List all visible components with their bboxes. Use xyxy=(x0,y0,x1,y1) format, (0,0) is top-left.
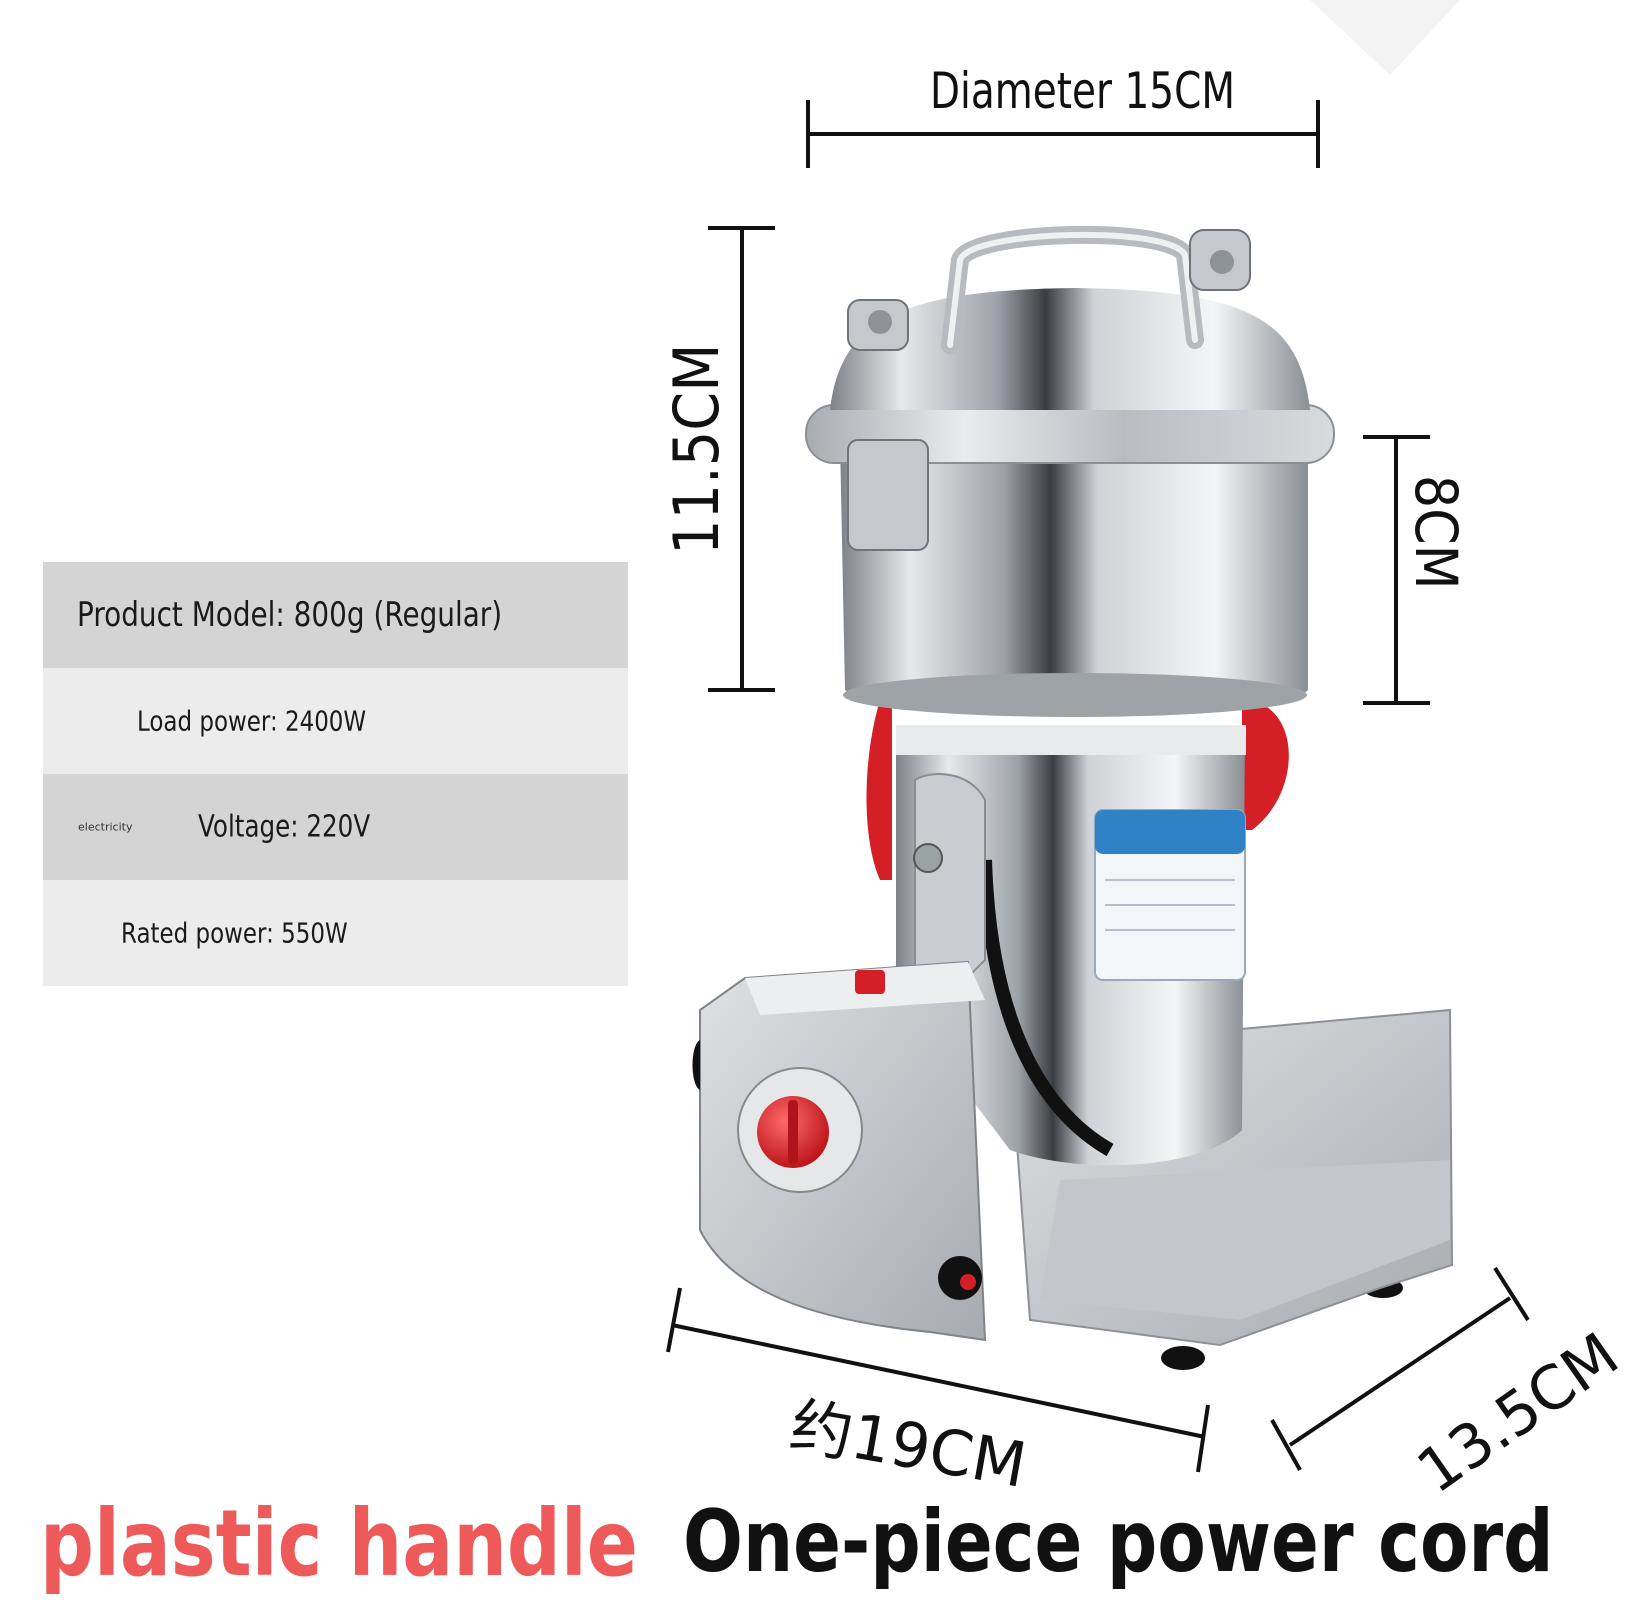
spec-row-rated-power: Rated power: 550W xyxy=(43,880,628,986)
left-red-handle xyxy=(866,700,892,880)
right-red-handle xyxy=(1242,700,1289,830)
spec-row-load-power: Load power: 2400W xyxy=(43,668,628,774)
cord-outlet xyxy=(938,1256,982,1300)
spec-table: Product Model: 800g (Regular) Load power… xyxy=(43,562,628,986)
chamber-height-label: 8CM xyxy=(1402,475,1470,590)
power-cord-caption: One-piece power cord xyxy=(683,1492,1554,1592)
corner-shape xyxy=(1310,0,1460,75)
height-label: 11.5CM xyxy=(660,343,733,555)
product-model-text: Product Model: 800g (Regular) xyxy=(77,595,503,635)
voltage-text: Voltage: 220V xyxy=(198,809,371,845)
spec-row-voltage: electricity Voltage: 220V xyxy=(43,774,628,880)
voltage-tag: electricity xyxy=(78,820,133,834)
dimension-lines xyxy=(666,100,1530,1473)
plastic-handle-caption: plastic handle xyxy=(40,1490,638,1597)
load-power-text: Load power: 2400W xyxy=(137,704,367,738)
diameter-label: Diameter 15CM xyxy=(930,62,1235,120)
rated-power-text: Rated power: 550W xyxy=(121,916,348,950)
power-button xyxy=(855,970,885,994)
spec-row-model: Product Model: 800g (Regular) xyxy=(43,562,628,668)
